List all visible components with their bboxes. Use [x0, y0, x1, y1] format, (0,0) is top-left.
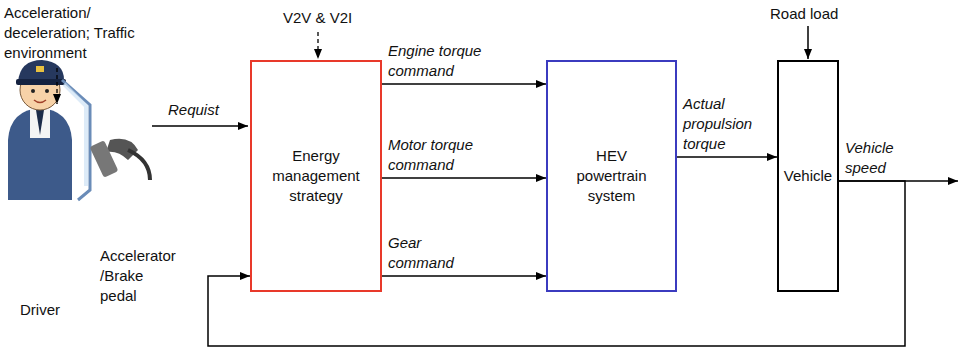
signal-arrow — [382, 83, 546, 85]
input-note: Road load — [770, 4, 860, 24]
powertrain-box: HEV powertrain system — [546, 60, 677, 292]
edge-label: Actual propulsion torque — [683, 94, 768, 154]
dashed-arrow — [56, 68, 57, 104]
box-title: Energy management strategy — [266, 146, 366, 206]
signal-name: Requist — [168, 100, 238, 120]
signal-name: Vehicle speed — [845, 138, 905, 178]
figure-label: Accelerator /Brake pedal — [100, 246, 182, 306]
signal-arrow — [382, 177, 546, 179]
edge-label: Gear command — [388, 233, 468, 273]
pedal-icon — [90, 139, 150, 180]
vehicle-box: Vehicle — [777, 60, 839, 292]
edge-label: Motor torque command — [388, 135, 493, 175]
input-note: Acceleration/ deceleration; Traffic envi… — [4, 3, 154, 63]
signal-arrow — [382, 275, 546, 277]
figure-label: Driver — [20, 300, 80, 320]
edge-label: Engine torque command — [388, 41, 493, 81]
signal-arrow — [677, 156, 777, 158]
box-title: Vehicle — [784, 166, 832, 186]
road-load-arrow — [807, 26, 809, 59]
driver-figure — [8, 60, 90, 200]
request-arrow — [152, 125, 248, 127]
dashed-arrow — [317, 32, 318, 59]
signal-name: V2V & V2I — [283, 8, 373, 28]
strategy-box: Energy management strategy — [250, 60, 382, 292]
box-title: HEV powertrain system — [567, 146, 657, 206]
